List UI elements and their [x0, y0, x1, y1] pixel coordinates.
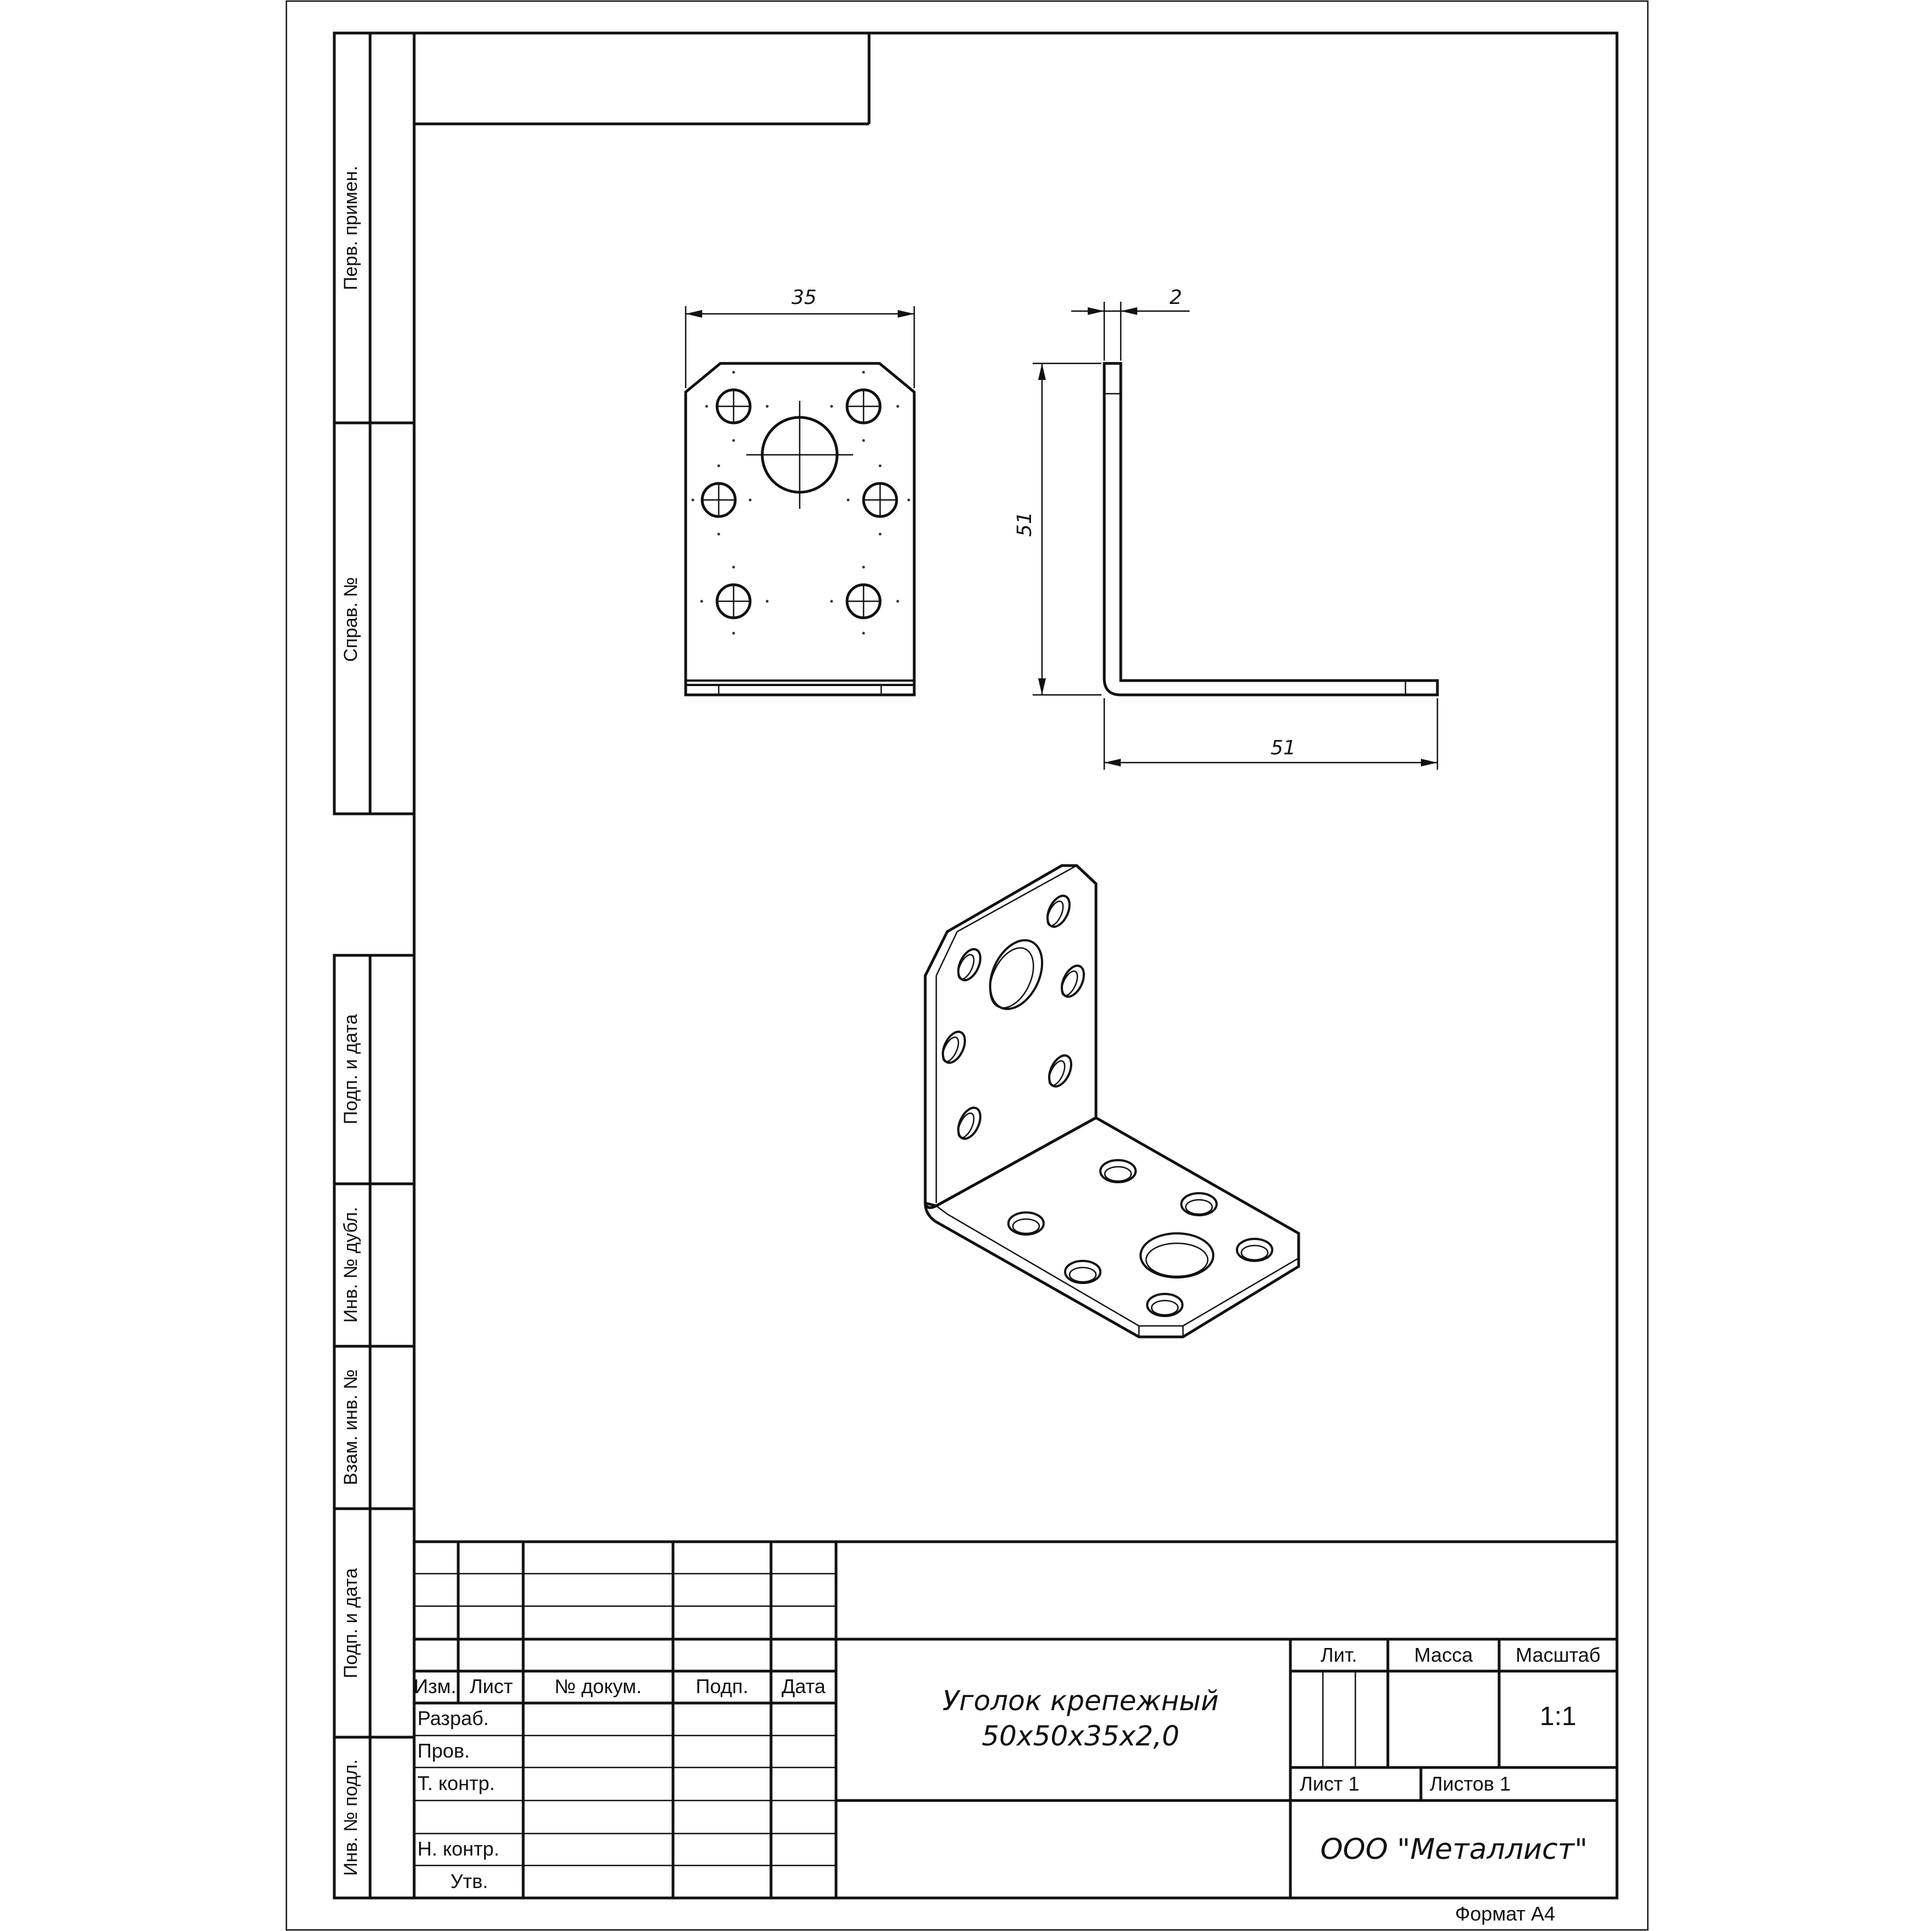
dimension-height-side-label: 51	[1013, 512, 1036, 537]
tb-izm: Изм.	[414, 1675, 456, 1698]
dimension-length-side	[1103, 698, 1439, 770]
side-profile-outline	[1103, 362, 1439, 697]
front-hole-bottom-left	[715, 583, 752, 619]
front-hole-top-right	[845, 388, 882, 425]
label-perv-primen: Перв. примен.	[340, 166, 361, 290]
format-label: Формат А4	[1455, 1902, 1555, 1925]
tb-sheets: Листов 1	[1430, 1772, 1511, 1795]
sheet-trim-border	[285, 0, 1649, 1931]
tb-data: Дата	[782, 1675, 826, 1698]
dimension-length-side-label: 51	[1271, 737, 1296, 759]
tb-podp: Подп.	[696, 1675, 748, 1698]
label-inv-dubl: Инв. № дубл.	[340, 1207, 361, 1323]
tb-massa: Масса	[1414, 1644, 1473, 1666]
left-margin-lower	[333, 954, 416, 1900]
iso-horizontal-front-2	[1182, 1257, 1299, 1327]
tb-razrab: Разраб.	[417, 1707, 489, 1729]
iso-vertical-thickness-1	[935, 931, 958, 976]
front-hole-top-left	[715, 388, 752, 425]
dimension-thickness-label: 2	[1170, 286, 1182, 309]
front-view: 35	[684, 286, 916, 697]
label-sprav-no: Справ. №	[340, 577, 361, 662]
tb-utv: Утв.	[451, 1870, 488, 1892]
label-podp-data-2: Подп. и дата	[340, 1568, 361, 1678]
label-podp-data-1: Подп. и дата	[340, 1014, 361, 1124]
tb-masshtab: Масштаб	[1516, 1644, 1600, 1666]
isometric-view	[924, 864, 1300, 1339]
dimension-height-side	[1033, 362, 1101, 696]
iso-horizontal-plate	[924, 1116, 1300, 1339]
tb-doc-no: № докум.	[555, 1675, 642, 1698]
front-hole-mid-left	[701, 482, 737, 518]
front-hole-mid-right	[862, 482, 898, 518]
tb-lit: Лит.	[1321, 1644, 1357, 1666]
top-left-code-box	[414, 33, 871, 126]
left-margin-upper	[333, 31, 416, 815]
iso-horizontal-inner	[947, 1213, 1139, 1327]
front-hole-center-large	[746, 401, 853, 509]
dimension-width-front-label: 35	[791, 286, 817, 309]
iso-horizontal-holes	[1007, 1159, 1273, 1317]
label-vzam-inv: Взам. инв. №	[340, 1369, 361, 1486]
dimension-thickness	[1071, 302, 1190, 361]
tb-title-line2: 50х50х35х2,0	[981, 1720, 1179, 1752]
tb-title-line1: Уголок крепежный	[942, 1685, 1219, 1717]
drawing-frame	[413, 31, 1619, 1900]
tb-prov: Пров.	[417, 1739, 470, 1762]
side-view: 2 51 51	[1013, 286, 1439, 770]
label-inv-podl: Инв. № подл.	[340, 1759, 361, 1876]
tb-n-kontr: Н. контр.	[417, 1837, 500, 1860]
dimension-width-front	[685, 306, 915, 388]
tb-company: ООО "Металлист"	[1320, 1833, 1587, 1866]
iso-vertical-edge-top	[957, 864, 1077, 933]
front-hole-bottom-right	[845, 583, 882, 619]
title-block	[414, 1540, 1617, 1898]
tb-sheet: Лист 1	[1300, 1772, 1359, 1795]
front-center-marks	[691, 371, 910, 635]
front-plate-outline	[684, 362, 916, 697]
tb-scale-value: 1:1	[1540, 1702, 1577, 1731]
iso-horizontal-edge	[936, 1205, 948, 1215]
iso-vertical-holes	[942, 894, 1085, 1140]
tb-t-kontr: Т. контр.	[417, 1772, 495, 1794]
tb-list: Лист	[470, 1675, 513, 1698]
